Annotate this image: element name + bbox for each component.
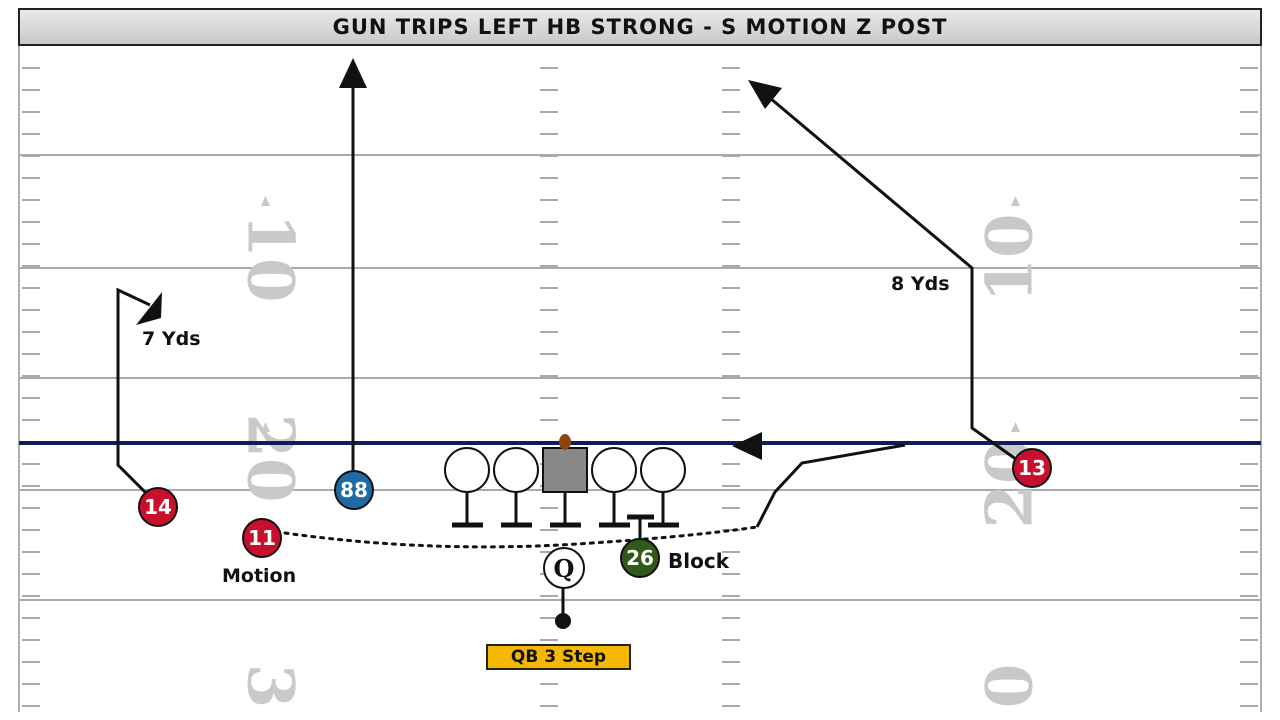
- out-route-label: 7 Yds: [142, 328, 201, 350]
- yard-number-left-top: 10: [233, 213, 308, 302]
- qb-drop-point: [555, 613, 571, 629]
- football: [559, 434, 571, 450]
- svg-text:14: 14: [144, 495, 172, 519]
- left-tackle: [444, 447, 490, 493]
- player-motion-receiver: 11: [242, 518, 282, 558]
- center: [542, 447, 588, 493]
- yard-number-right-bot: 0: [973, 664, 1048, 709]
- svg-text:13: 13: [1018, 456, 1046, 480]
- yard-number-left-bot: 3: [233, 664, 308, 709]
- z-receiver-route: [769, 96, 1021, 464]
- player-z-receiver: 13: [1012, 448, 1052, 488]
- svg-text:26: 26: [626, 546, 654, 570]
- tight-end-route-arrowhead: [339, 58, 367, 88]
- player-tight-end: 88: [334, 470, 374, 510]
- left-guard: [493, 447, 539, 493]
- svg-text:Q: Q: [554, 554, 575, 583]
- svg-text:88: 88: [340, 478, 368, 502]
- z-route-arrowhead: [748, 80, 782, 109]
- direction-arrow-right-top: [1011, 196, 1020, 206]
- post-route-label: 8 Yds: [891, 273, 950, 295]
- player-quarterback: Q: [543, 547, 585, 589]
- svg-text:11: 11: [248, 526, 276, 550]
- motion-label: Motion: [222, 565, 297, 587]
- yard-number-left-mid: 20: [233, 413, 308, 502]
- play-title: GUN TRIPS LEFT HB STRONG - S MOTION Z PO…: [18, 8, 1262, 46]
- direction-arrow-left-mid: [261, 422, 270, 432]
- motion-continuation-route: [755, 443, 906, 528]
- qb-drop-tag: QB 3 Step: [486, 644, 631, 670]
- right-guard: [591, 447, 637, 493]
- field-lines: [18, 46, 1262, 712]
- offensive-line: [444, 447, 686, 528]
- direction-arrow-left-top: [261, 196, 270, 206]
- player-halfback: 26: [620, 538, 660, 578]
- x-route-arrowhead: [136, 292, 162, 325]
- x-receiver-route: [116, 287, 160, 507]
- motion-path: [283, 525, 759, 549]
- direction-arrow-right-mid: [1011, 422, 1020, 432]
- player-x-receiver: 14: [138, 487, 178, 527]
- yard-number-right-top: 10: [973, 213, 1048, 302]
- right-tackle: [640, 447, 686, 493]
- motion-route-arrowhead: [732, 432, 762, 460]
- block-label: Block: [668, 549, 729, 573]
